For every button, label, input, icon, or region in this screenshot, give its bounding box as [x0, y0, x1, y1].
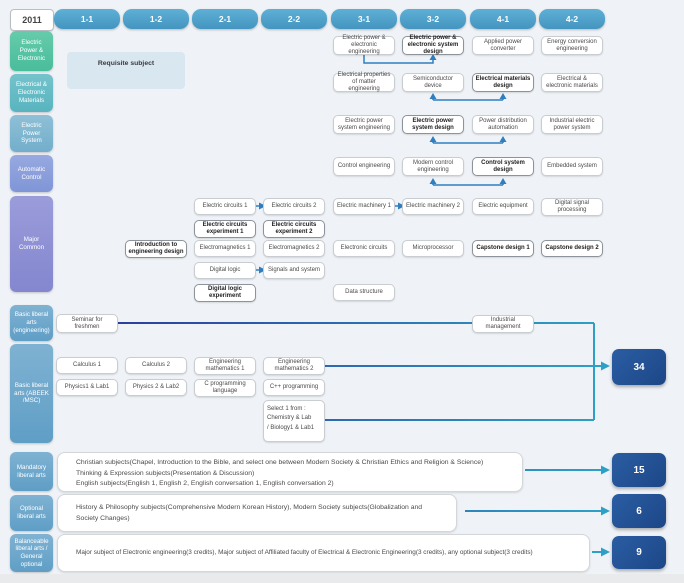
course-electric-power-electronic-engineering: Electric power & electronic engineering — [333, 35, 395, 55]
category-basic-liberal-engineering: Basic liberal arts (engineering) — [10, 305, 53, 341]
mandatory-line-1: Christian subjects(Chapel, Introduction … — [76, 459, 484, 466]
course-electromagnetics-1: Electromagnetics 1 — [194, 240, 256, 257]
optional-line-1: History & Philosophy subjects(Comprehens… — [76, 504, 423, 522]
optional-liberal-box: History & Philosophy subjects(Comprehens… — [57, 494, 457, 532]
course-capstone-design-1: Capstone design 1 — [472, 240, 534, 257]
course-electric-power-electronic-system-design: Electric power & electronic system desig… — [402, 35, 464, 55]
course-electromagnetics-2: Electromagnetics 2 — [263, 240, 325, 257]
course-semiconductor-device: Semiconductor device — [402, 73, 464, 92]
course-data-structure: Data structure — [333, 284, 395, 301]
course-electrical-properties-of-matter: Electrical properties of matter engineer… — [333, 72, 395, 92]
semester-header-4-2: 4-2 — [539, 9, 605, 29]
semester-header-3-1: 3-1 — [331, 9, 397, 29]
mandatory-credit-arrow — [525, 465, 610, 475]
course-select-science: Select 1 from : Chemistry & Lab / Biolog… — [263, 400, 325, 442]
optional-credit-arrow — [465, 506, 610, 516]
mandatory-line-2: Thinking & Expression subjects(Presentat… — [76, 469, 255, 477]
total-credits-balanceable: 9 — [612, 536, 666, 569]
course-signals-and-system: Signals and system — [263, 262, 325, 279]
category-electric-power-system: Electric Power System — [10, 115, 53, 152]
semester-header-4-1: 4-1 — [470, 9, 536, 29]
track2-connector — [429, 93, 507, 101]
course-electric-equipment: Electric equipment — [472, 198, 534, 215]
course-electric-circuits-1: Electric circuits 1 — [194, 198, 256, 215]
course-engineering-mathematics-1: Engineering mathematics 1 — [194, 357, 256, 375]
course-cpp-programming: C++ programming — [263, 379, 325, 396]
footer-strip — [0, 574, 684, 583]
course-industrial-electric-power-system: Industrial electric power system — [541, 115, 603, 134]
course-energy-conversion-engineering: Energy conversion engineering — [541, 36, 603, 55]
total-credits-optional: 6 — [612, 494, 666, 528]
course-electric-power-system-engineering: Electric power system engineering — [333, 115, 395, 134]
mandatory-line-3: English subjects(English 1, English 2, E… — [76, 480, 334, 488]
course-industrial-management: Industrial management — [472, 315, 534, 333]
balanceable-credit-arrow — [592, 547, 610, 557]
course-electronic-circuits: Electronic circuits — [333, 240, 395, 257]
course-electric-machinery-1: Electric machinery 1 — [333, 198, 395, 215]
course-electrical-electronic-materials: Electrical & electronic materials — [541, 73, 603, 92]
course-control-engineering: Control engineering — [333, 157, 395, 176]
course-electrical-materials-design: Electrical materials design — [472, 73, 534, 92]
category-mandatory-liberal: Mandatory liberal arts — [10, 452, 53, 491]
category-basic-liberal-abeek: Basic liberal arts (ABEEK /MSC) — [10, 344, 53, 443]
course-microprocessor: Microprocessor — [402, 240, 464, 257]
select-line-2: Chemistry & Lab — [267, 415, 312, 422]
year-badge: 2011 — [10, 9, 54, 31]
semester-header-2-2: 2-2 — [261, 9, 327, 29]
balanceable-liberal-box: Major subject of Electronic engineering(… — [57, 534, 590, 572]
course-electric-circuits-2: Electric circuits 2 — [263, 198, 325, 215]
category-automatic-control: Automatic Control — [10, 155, 53, 192]
course-electric-circuits-experiment-2: Electric circuits experiment 2 — [263, 220, 325, 238]
total-credits-abeek: 34 — [612, 349, 666, 385]
course-electric-circuits-experiment-1: Electric circuits experiment 1 — [194, 220, 256, 238]
course-physics1-lab1: Physics1 & Lab1 — [56, 379, 118, 396]
course-capstone-design-2: Capstone design 2 — [541, 240, 603, 257]
course-applied-power-converter: Applied power converter — [472, 36, 534, 55]
category-balanceable-liberal: Balanceable liberal arts / General optio… — [10, 534, 53, 572]
course-power-distribution-automation: Power distribution automation — [472, 115, 534, 134]
course-physics2-lab2: Physics 2 & Lab2 — [125, 379, 187, 396]
mandatory-liberal-box: Christian subjects(Chapel, Introduction … — [57, 452, 523, 492]
category-optional-liberal: Optional liberal arts — [10, 495, 53, 531]
track4-connector — [429, 178, 507, 186]
balanceable-line-1: Major subject of Electronic engineering(… — [76, 549, 533, 557]
select-line-3: / Biology1 & Lab1 — [267, 424, 315, 431]
course-seminar-for-freshmen: Seminar for freshmen — [56, 314, 118, 333]
category-electric-power-electronic: Electric Power & Electronic — [10, 31, 53, 71]
liberal-credit-wires — [118, 322, 610, 421]
course-calculus-2: Calculus 2 — [125, 357, 187, 374]
course-c-programming-language: C programming language — [194, 379, 256, 397]
track3-connector — [429, 136, 507, 144]
course-digital-logic-experiment: Digital logic experiment — [194, 284, 256, 302]
requisite-subject-legend: Requisite subject — [67, 52, 185, 89]
course-modern-control-engineering: Modern control engineering — [402, 157, 464, 176]
category-major-common: Major Common — [10, 196, 53, 292]
course-digital-logic: Digital logic — [194, 262, 256, 279]
course-engineering-mathematics-2: Engineering mathematics 2 — [263, 357, 325, 375]
course-control-system-design: Control system design — [472, 157, 534, 176]
total-credits-mandatory: 15 — [612, 453, 666, 487]
course-electric-power-system-design: Electric power system design — [402, 115, 464, 134]
course-embedded-system: Embedded system — [541, 157, 603, 176]
course-electric-machinery-2: Electric machinery 2 — [402, 198, 464, 215]
semester-header-1-2: 1-2 — [123, 9, 189, 29]
course-introduction-to-engineering-design: Introduction to engineering design — [125, 240, 187, 258]
course-digital-signal-processing: Digital signal processing — [541, 198, 603, 216]
semester-header-1-1: 1-1 — [54, 9, 120, 29]
semester-header-3-2: 3-2 — [400, 9, 466, 29]
select-line-1: Select 1 from : — [267, 406, 306, 412]
category-electrical-electronic-materials: Electrical & Electronic Materials — [10, 74, 53, 112]
course-calculus-1: Calculus 1 — [56, 357, 118, 374]
semester-header-2-1: 2-1 — [192, 9, 258, 29]
